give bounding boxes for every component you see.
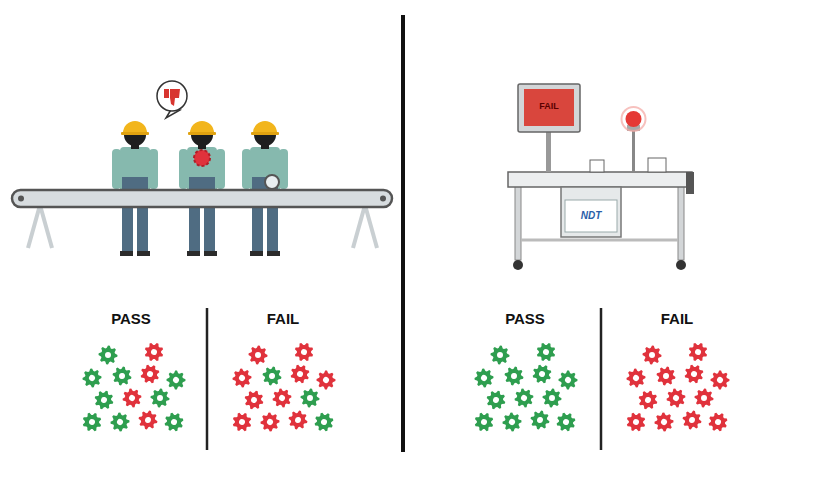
gear-icon bbox=[637, 389, 660, 412]
conveyor-legs bbox=[28, 205, 377, 248]
gear-icon bbox=[249, 346, 268, 365]
gear-icon bbox=[80, 410, 104, 434]
gear-icon bbox=[471, 365, 497, 391]
gear-piles bbox=[79, 340, 734, 435]
gear-icon bbox=[643, 346, 662, 365]
gear-icon bbox=[269, 385, 295, 411]
gear-icon bbox=[681, 409, 702, 430]
gear-icon bbox=[119, 385, 145, 411]
gear-icon bbox=[491, 346, 510, 365]
gear-icon bbox=[230, 410, 254, 434]
gear-icon bbox=[707, 367, 734, 394]
gear-icon bbox=[472, 410, 496, 434]
gear-icon bbox=[229, 365, 255, 391]
gear-icon bbox=[93, 389, 116, 412]
gear-icon bbox=[529, 409, 550, 430]
gear-icon bbox=[142, 340, 166, 364]
gear-icon bbox=[107, 409, 133, 435]
screen-text: FAIL bbox=[539, 102, 559, 112]
gear-icon bbox=[311, 409, 336, 434]
divider bbox=[206, 308, 209, 450]
gear-icon bbox=[112, 366, 133, 387]
gear-icon bbox=[288, 362, 313, 387]
gear-icon bbox=[485, 389, 508, 412]
gear-icon bbox=[161, 409, 186, 434]
divider bbox=[401, 15, 405, 452]
pile-heading: PASS bbox=[111, 311, 151, 328]
gear-icon bbox=[686, 340, 710, 364]
gear-icon bbox=[292, 340, 316, 364]
gear-icon bbox=[553, 409, 578, 434]
gear-icon bbox=[150, 388, 169, 407]
gear-icon bbox=[656, 366, 677, 387]
gear-icon bbox=[534, 340, 558, 364]
gear-icon bbox=[243, 389, 266, 412]
speech-bubble bbox=[157, 81, 187, 118]
gear-icon bbox=[138, 362, 163, 387]
logo-text: NDT bbox=[581, 210, 602, 221]
gear-icon bbox=[530, 362, 555, 387]
gear-icon bbox=[682, 362, 707, 387]
pile-heading: PASS bbox=[505, 311, 545, 328]
ndt-machine bbox=[508, 84, 694, 270]
gear-icon bbox=[262, 366, 283, 387]
pile-heading: FAIL bbox=[661, 311, 694, 328]
gear-icon bbox=[663, 385, 689, 411]
gear-icon bbox=[705, 409, 730, 434]
gear-icon bbox=[542, 388, 561, 407]
gear-icon bbox=[623, 365, 649, 391]
gear-icon bbox=[300, 388, 319, 407]
gear-icon bbox=[555, 367, 582, 394]
conveyor-belt bbox=[12, 190, 392, 207]
gear-icon bbox=[624, 410, 648, 434]
divider bbox=[600, 308, 603, 450]
gear-icon bbox=[694, 388, 713, 407]
gear-icon bbox=[257, 409, 283, 435]
gear-icon bbox=[651, 409, 677, 435]
gear-icon bbox=[163, 367, 190, 394]
gear-icon bbox=[499, 409, 525, 435]
gear-icon bbox=[511, 385, 537, 411]
gear-icon bbox=[99, 346, 118, 365]
gear-icon bbox=[313, 367, 340, 394]
workers bbox=[112, 121, 288, 256]
gear-icon bbox=[79, 365, 105, 391]
pile-heading: FAIL bbox=[267, 311, 300, 328]
gear-icon bbox=[504, 366, 525, 387]
gear-icon bbox=[287, 409, 308, 430]
gear-icon bbox=[137, 409, 158, 430]
